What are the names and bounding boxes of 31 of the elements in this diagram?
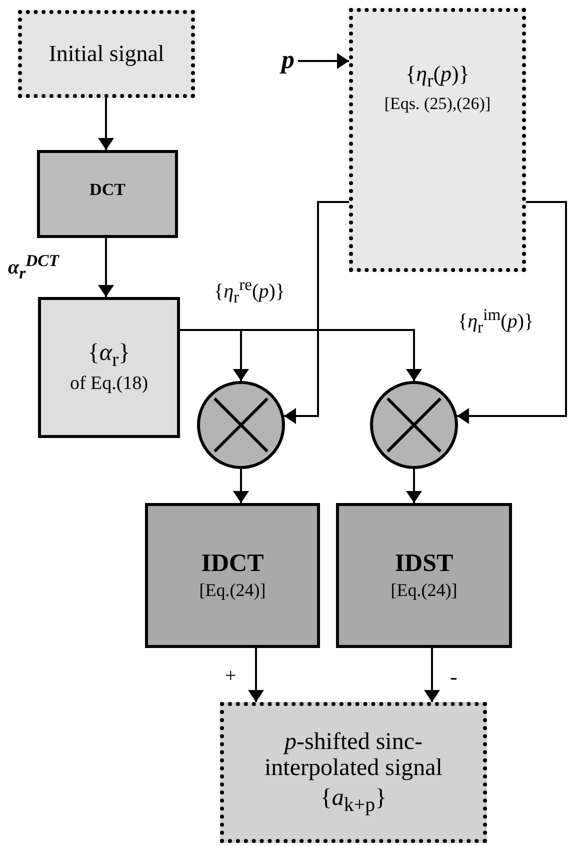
node-subtitle: [Eqs. (25),(26)] (384, 94, 491, 114)
node-subtitle: [Eq.(24)] (199, 581, 266, 602)
coefficient-box (38, 297, 180, 438)
parameter-box (349, 8, 526, 272)
node-title: {α$_{r}$} (88, 340, 130, 370)
input-box (18, 10, 195, 98)
node-subtitle: of Eq.(18) (70, 374, 148, 396)
node-title: Initial signal (48, 41, 164, 67)
node-subtitle: {a$_{k+p}$} (320, 785, 387, 816)
node-subtitle: [Eq.(24)] (390, 581, 458, 602)
arrow (424, 648, 440, 702)
arrow (298, 53, 349, 69)
arrow (98, 98, 114, 150)
node-title: {η$_{r}$(p)} (406, 62, 470, 91)
arrow (180, 329, 422, 381)
arrow (248, 648, 264, 702)
arrow (457, 201, 567, 424)
process-box (37, 150, 178, 238)
node-title: IDST (394, 550, 454, 578)
process-box (145, 503, 320, 648)
arrow (98, 238, 114, 297)
multiplier-symbol (370, 381, 458, 469)
process-box (336, 503, 512, 648)
arrow (284, 201, 349, 424)
node-title: IDCT (201, 550, 264, 578)
output-box (220, 702, 487, 843)
arrow (406, 469, 422, 503)
arrow (233, 469, 249, 503)
multiplier-symbol (197, 381, 285, 469)
node-title: DCT (90, 181, 126, 200)
variable-label: p (282, 46, 294, 74)
